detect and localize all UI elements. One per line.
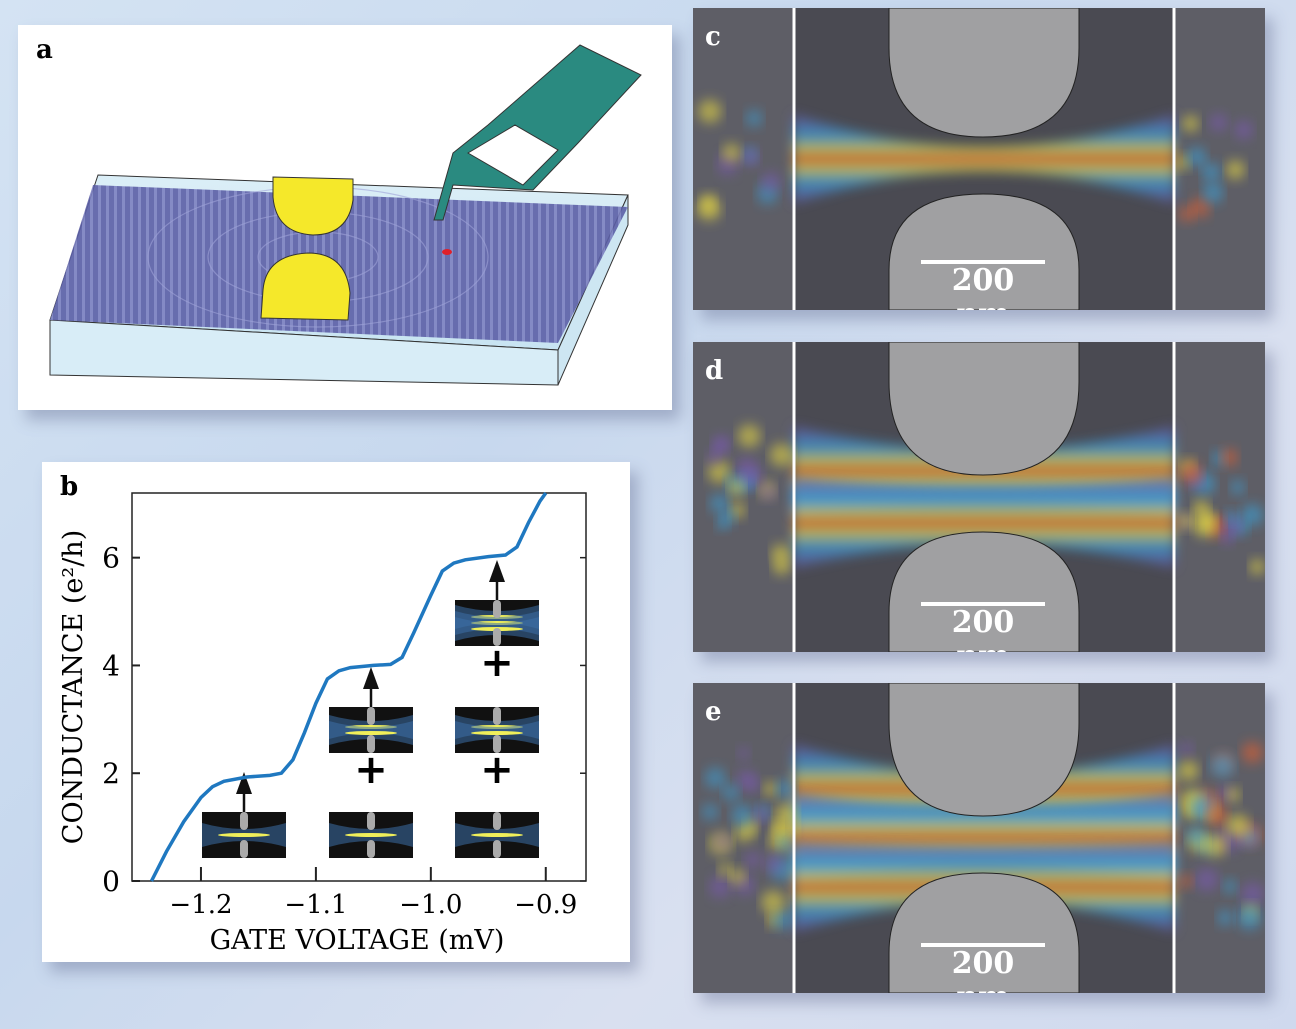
probe-tip-spot [442,249,452,255]
upper-gate [889,342,1079,475]
mode-inset-image [202,812,286,858]
x-axis-label: GATE VOLTAGE (mV) [210,925,505,956]
panel-e-simulation-third-mode: e 200 nm [693,683,1265,993]
upper-gate [889,683,1079,816]
device-illustration [18,25,672,410]
panel-d-simulation-second-mode: d 200 nm [693,342,1265,652]
panel-c-simulation-first-mode: c 200 nm [693,8,1265,310]
y-axis-label: CONDUCTANCE (e²/h) [58,530,89,844]
conductance-plot: + + + −1.2 −1.1 −1.0 −0.9 0 2 4 6 GATE VOLTAGE (m… [42,462,630,962]
panel-a-scanning-probe-illustration: a [18,25,672,410]
y-tick-label: 2 [102,757,120,790]
arrow-head-icon [363,667,379,689]
upper-gate [889,8,1079,137]
y-tick-label: 6 [102,542,120,575]
mode-inset-image [329,812,413,858]
y-tick-label: 0 [102,865,120,898]
y-tick-label: 4 [102,649,120,682]
plus-sign: + [480,747,514,793]
panel-label-b: b [60,472,78,502]
plus-sign: + [480,640,514,686]
x-tick-label: −1.2 [169,890,232,920]
plus-sign: + [354,747,388,793]
scale-bar: 200 nm [921,260,1045,310]
panel-label-c: c [705,22,721,52]
arrow-head-icon [489,560,505,582]
panel-label-d: d [705,356,723,386]
x-tick-label: −0.9 [514,890,577,920]
mode-inset-image [455,812,539,858]
panel-b-conductance-chart: b + + + −1.2 −1.1 −1.0 −0.9 0 2 4 6 GATE VOLTAGE … [42,462,630,962]
x-tick-label: −1.0 [399,890,462,920]
scale-bar: 200 nm [921,943,1045,993]
panel-label-a: a [36,35,53,65]
scale-bar: 200 nm [921,602,1045,652]
x-tick-label: −1.1 [284,890,347,920]
panel-label-e: e [705,697,722,727]
